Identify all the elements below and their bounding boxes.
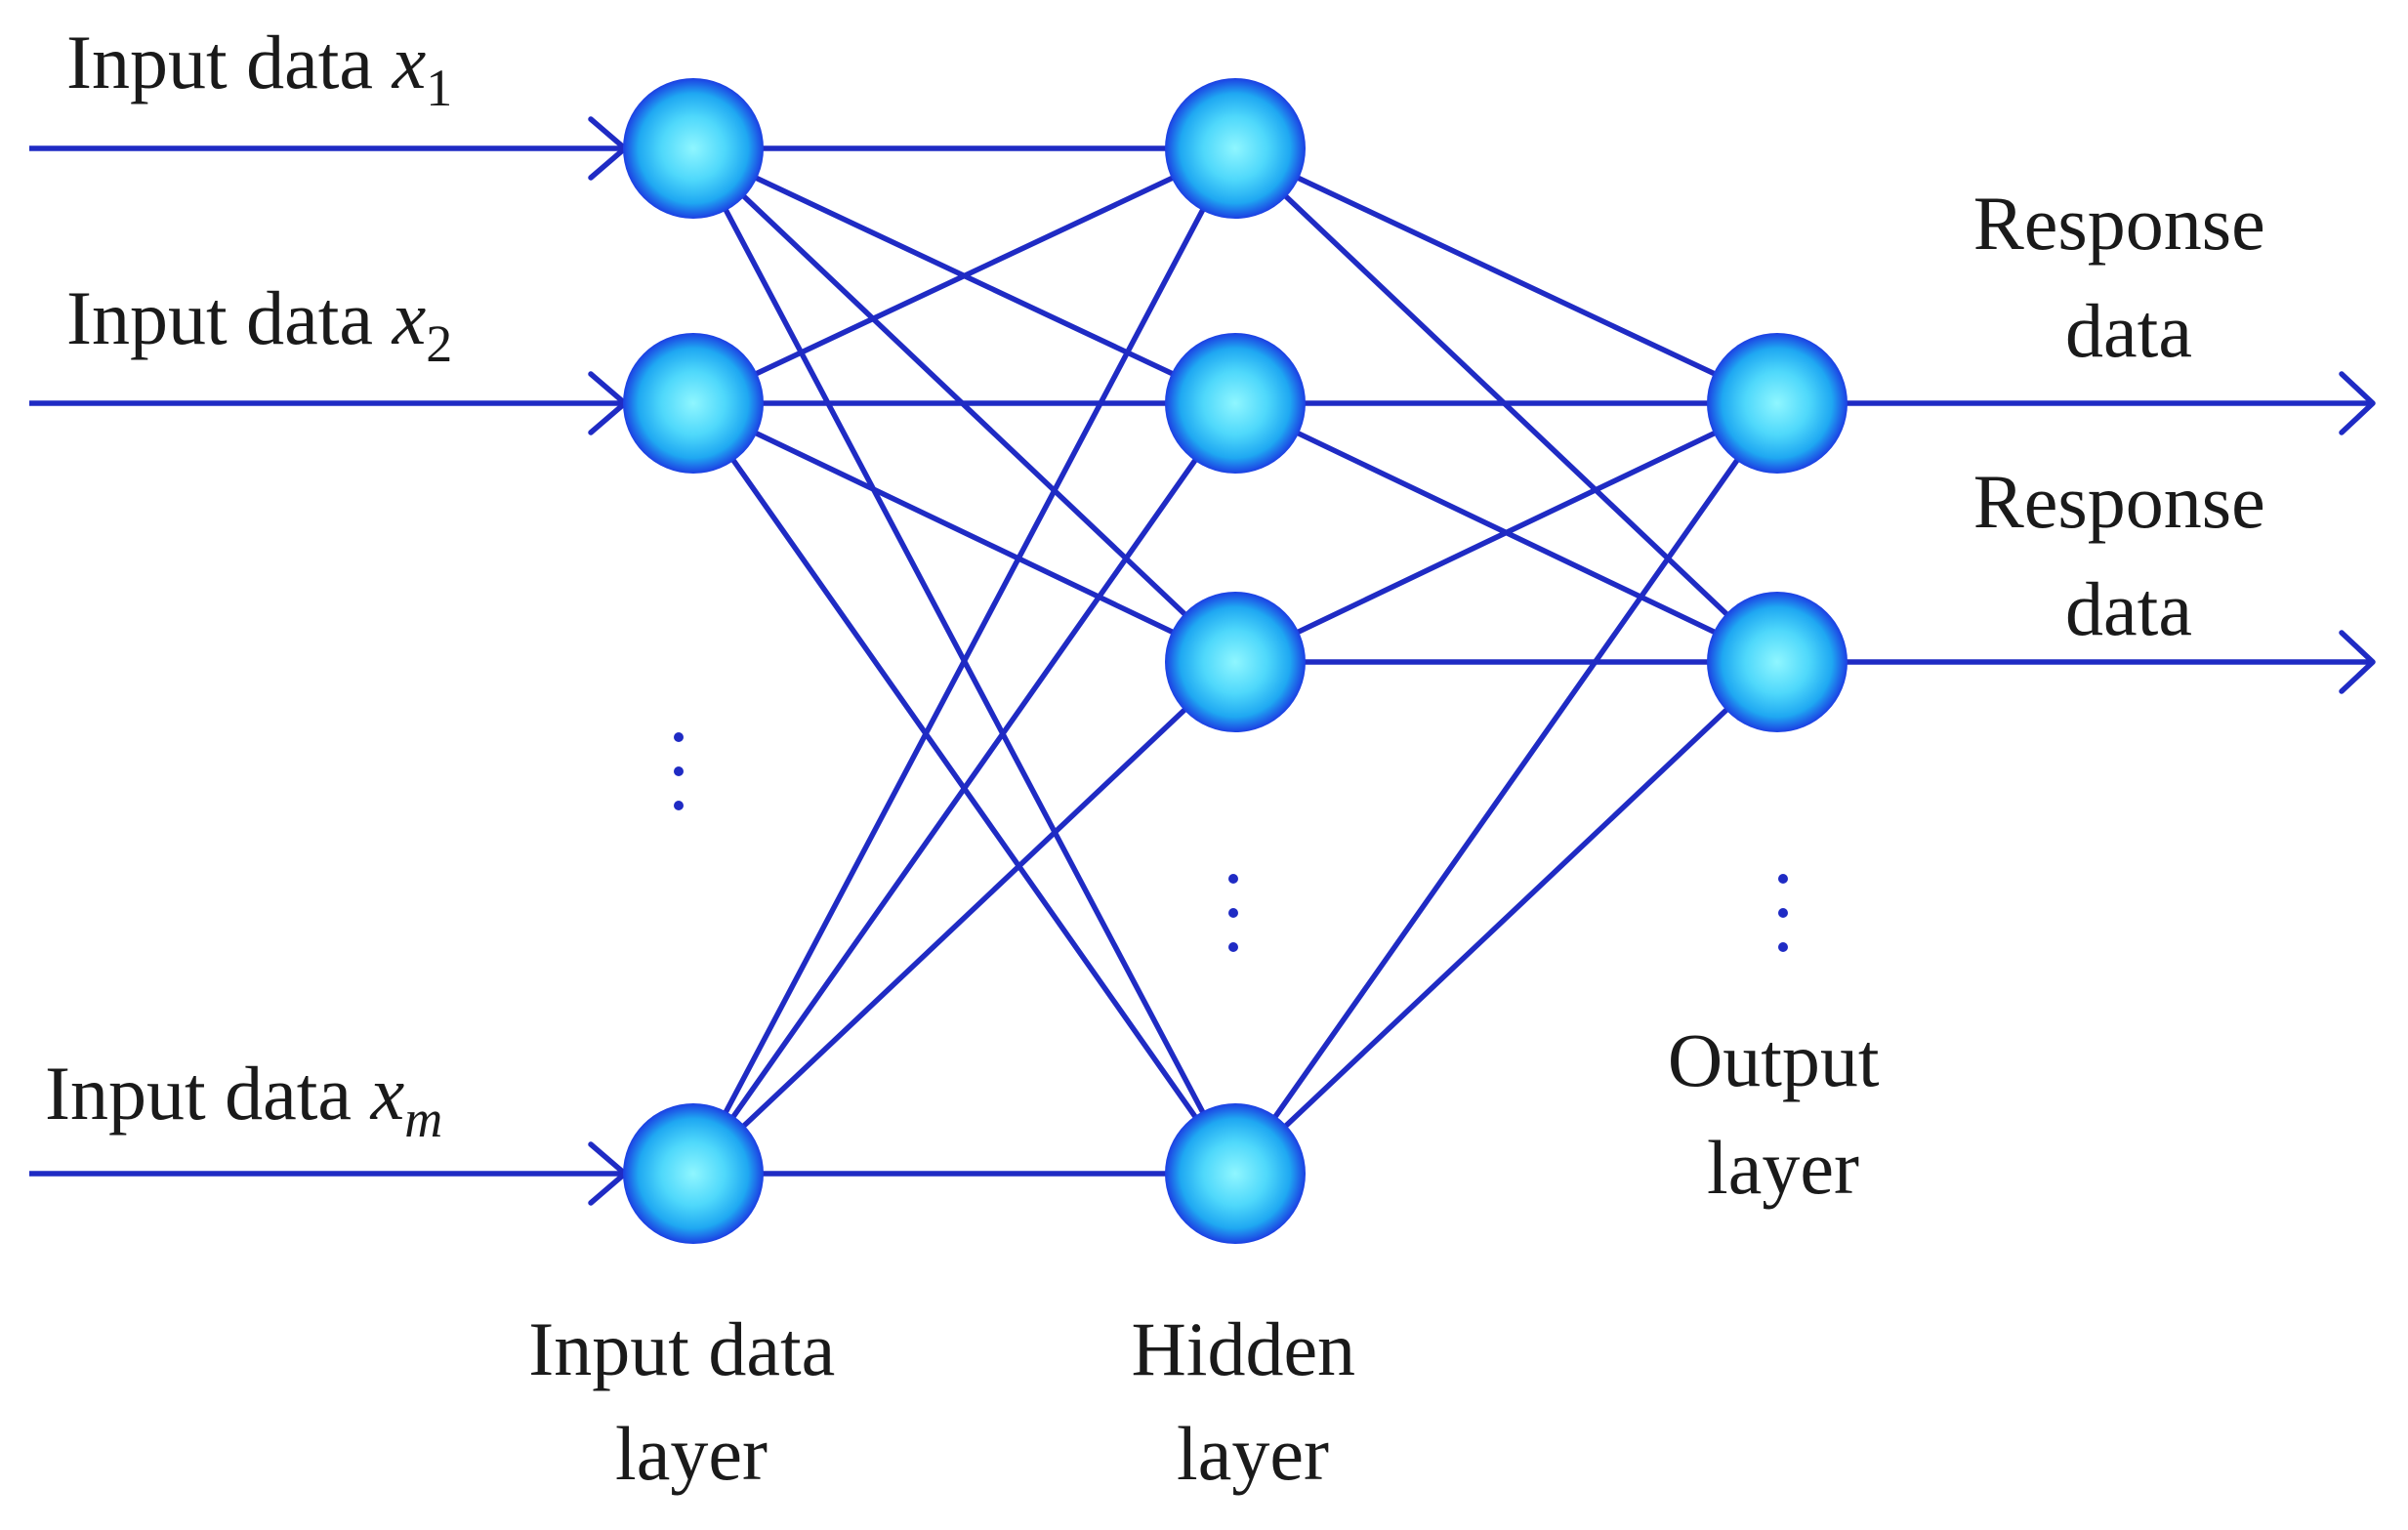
hidden-node-3 [1165,592,1306,732]
connection-line [690,401,1238,1176]
input-label-xm: Input data xm [45,1051,442,1148]
connection-line [1233,660,1779,1176]
output-node-2 [1707,592,1848,732]
connection-line [1233,145,1779,406]
hidden-node-2 [1165,333,1306,474]
input-arrow-xm [29,1141,628,1206]
connection-line [690,146,1238,1176]
connection-line [691,400,1237,665]
input-node-2 [623,333,764,474]
connection-line [1232,401,1780,1176]
output-arrows [1777,371,2376,694]
input-label-x1: Input data x1 [66,20,452,117]
input-layer-label: Input data layer [528,1306,854,1496]
input-label-x2: Input data x2 [66,275,452,373]
connection-line [691,660,1237,1176]
output-arrow-1 [1777,371,2376,435]
connections [690,145,1780,1177]
hidden-layer-ellipsis [1228,874,1238,952]
hidden-node-4 [1165,1103,1306,1244]
hidden-node-1 [1165,78,1306,219]
output-label-2: Response data [1973,459,2284,651]
input-node-1 [623,78,764,219]
output-node-1 [1707,333,1848,474]
connection-line [691,145,1237,406]
input-layer-ellipsis [674,732,684,810]
output-label-1: Response data [1973,181,2284,373]
output-arrow-2 [1777,630,2376,694]
input-arrow-x2 [29,371,628,435]
output-layer-ellipsis [1778,874,1788,952]
input-node-3 [623,1103,764,1244]
output-layer-label: Output layer [1668,1017,1898,1210]
hidden-layer-label: Hidden layer [1131,1306,1374,1496]
input-arrow-x1 [29,116,628,181]
connection-line [1233,400,1779,665]
nodes [623,78,1848,1244]
